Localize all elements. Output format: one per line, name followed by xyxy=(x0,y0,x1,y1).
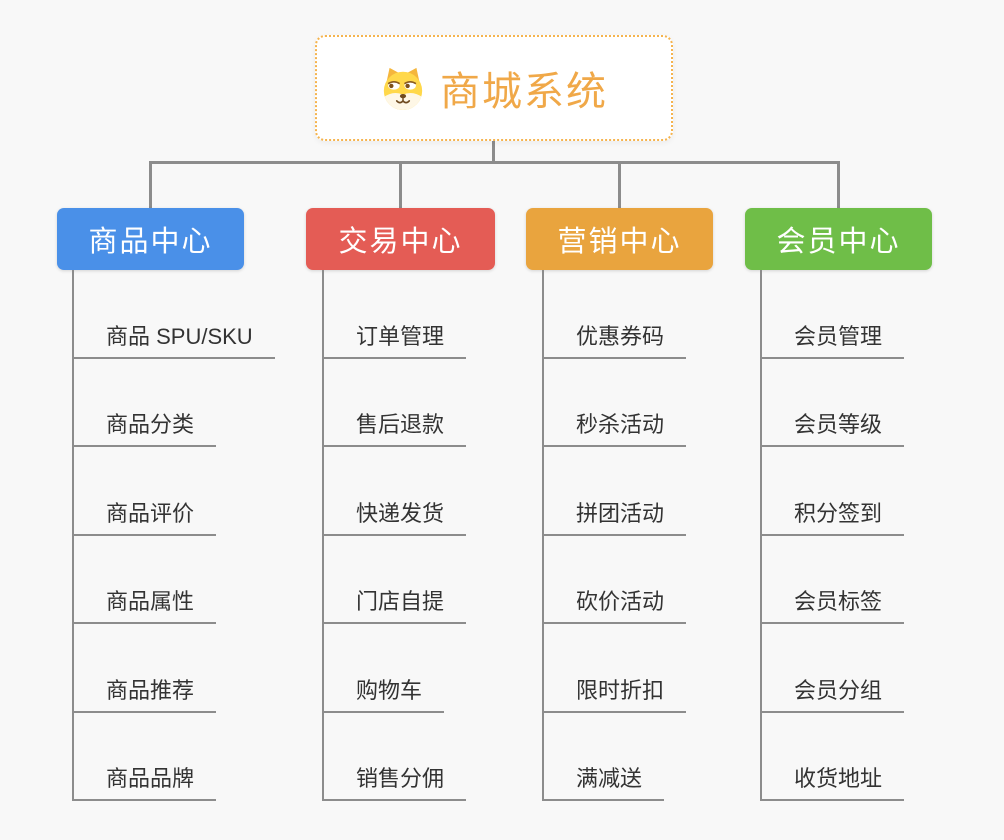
item-label: 快递发货 xyxy=(356,500,445,526)
item-label: 商品推荐 xyxy=(106,677,195,703)
connector-bus xyxy=(149,161,840,164)
item-label: 商品品牌 xyxy=(106,766,195,791)
item-node[interactable]: 商品属性 xyxy=(72,536,217,624)
item-node[interactable]: 砍价活动 xyxy=(542,536,687,624)
item-node[interactable]: 售后退款 xyxy=(322,359,467,447)
item-label: 门店自提 xyxy=(356,589,445,614)
item-node[interactable]: 订单管理 xyxy=(322,270,467,359)
doge-icon xyxy=(383,67,423,111)
item-node[interactable]: 销售分佣 xyxy=(322,713,467,801)
branch-label: 会员中心 xyxy=(776,226,901,258)
item-node[interactable]: 会员管理 xyxy=(760,270,905,359)
connector-drop-trade xyxy=(399,161,402,209)
item-label: 会员管理 xyxy=(794,323,883,349)
item-node[interactable]: 会员标签 xyxy=(760,536,905,624)
item-label: 售后退款 xyxy=(356,412,445,437)
item-label: 拼团活动 xyxy=(576,500,665,526)
item-node[interactable]: 商品品牌 xyxy=(72,713,217,801)
branch-items-marketing-center: 优惠券码 秒杀活动 拼团活动 砍价活动 限时折扣 满减送 xyxy=(542,270,687,801)
item-label: 销售分佣 xyxy=(356,766,445,791)
connector-drop-member xyxy=(837,161,840,209)
item-label: 积分签到 xyxy=(794,500,883,526)
root-node[interactable]: 商城系统 xyxy=(315,35,673,141)
item-label: 商品分类 xyxy=(106,412,195,437)
item-node[interactable]: 快递发货 xyxy=(322,447,467,536)
branch-node-member-center[interactable]: 会员中心 xyxy=(745,208,932,270)
branch-items-member-center: 会员管理 会员等级 积分签到 会员标签 会员分组 收货地址 xyxy=(760,270,905,801)
item-node[interactable]: 门店自提 xyxy=(322,536,467,624)
connector-root-drop xyxy=(492,139,495,163)
branch-items-trade-center: 订单管理 售后退款 快递发货 门店自提 购物车 销售分佣 xyxy=(322,270,467,801)
item-node[interactable]: 购物车 xyxy=(322,624,445,713)
item-label: 秒杀活动 xyxy=(576,412,665,437)
branch-label: 交易中心 xyxy=(338,226,463,258)
connector-drop-marketing xyxy=(618,161,621,209)
item-node[interactable]: 会员等级 xyxy=(760,359,905,447)
item-node[interactable]: 限时折扣 xyxy=(542,624,687,713)
item-label: 订单管理 xyxy=(356,323,445,349)
item-label: 满减送 xyxy=(576,766,643,791)
branch-node-marketing-center[interactable]: 营销中心 xyxy=(526,208,713,270)
branch-label: 商品中心 xyxy=(88,226,213,258)
item-label: 商品属性 xyxy=(106,589,195,614)
item-label: 砍价活动 xyxy=(576,589,665,614)
item-label: 限时折扣 xyxy=(576,677,665,703)
item-node[interactable]: 商品分类 xyxy=(72,359,217,447)
item-label: 购物车 xyxy=(356,677,423,703)
branch-items-product-center: 商品 SPU/SKU 商品分类 商品评价 商品属性 商品推荐 商品品牌 xyxy=(72,270,275,801)
item-label: 收货地址 xyxy=(794,766,883,791)
item-label: 商品 SPU/SKU xyxy=(106,323,253,349)
item-node[interactable]: 积分签到 xyxy=(760,447,905,536)
branch-node-product-center[interactable]: 商品中心 xyxy=(57,208,244,270)
item-label: 商品评价 xyxy=(106,500,195,526)
item-label: 会员标签 xyxy=(794,589,883,614)
branch-node-trade-center[interactable]: 交易中心 xyxy=(306,208,495,270)
item-node[interactable]: 收货地址 xyxy=(760,713,905,801)
item-label: 优惠券码 xyxy=(576,323,665,349)
item-node[interactable]: 满减送 xyxy=(542,713,665,801)
connector-drop-product xyxy=(149,161,152,209)
item-node[interactable]: 秒杀活动 xyxy=(542,359,687,447)
item-label: 会员等级 xyxy=(794,412,883,437)
item-node[interactable]: 商品评价 xyxy=(72,447,217,536)
item-node[interactable]: 拼团活动 xyxy=(542,447,687,536)
item-label: 会员分组 xyxy=(794,677,883,703)
root-title: 商城系统 xyxy=(440,70,608,114)
item-node[interactable]: 优惠券码 xyxy=(542,270,687,359)
item-node[interactable]: 商品推荐 xyxy=(72,624,217,713)
item-node[interactable]: 商品 SPU/SKU xyxy=(72,270,275,359)
item-node[interactable]: 会员分组 xyxy=(760,624,905,713)
branch-label: 营销中心 xyxy=(557,226,682,258)
